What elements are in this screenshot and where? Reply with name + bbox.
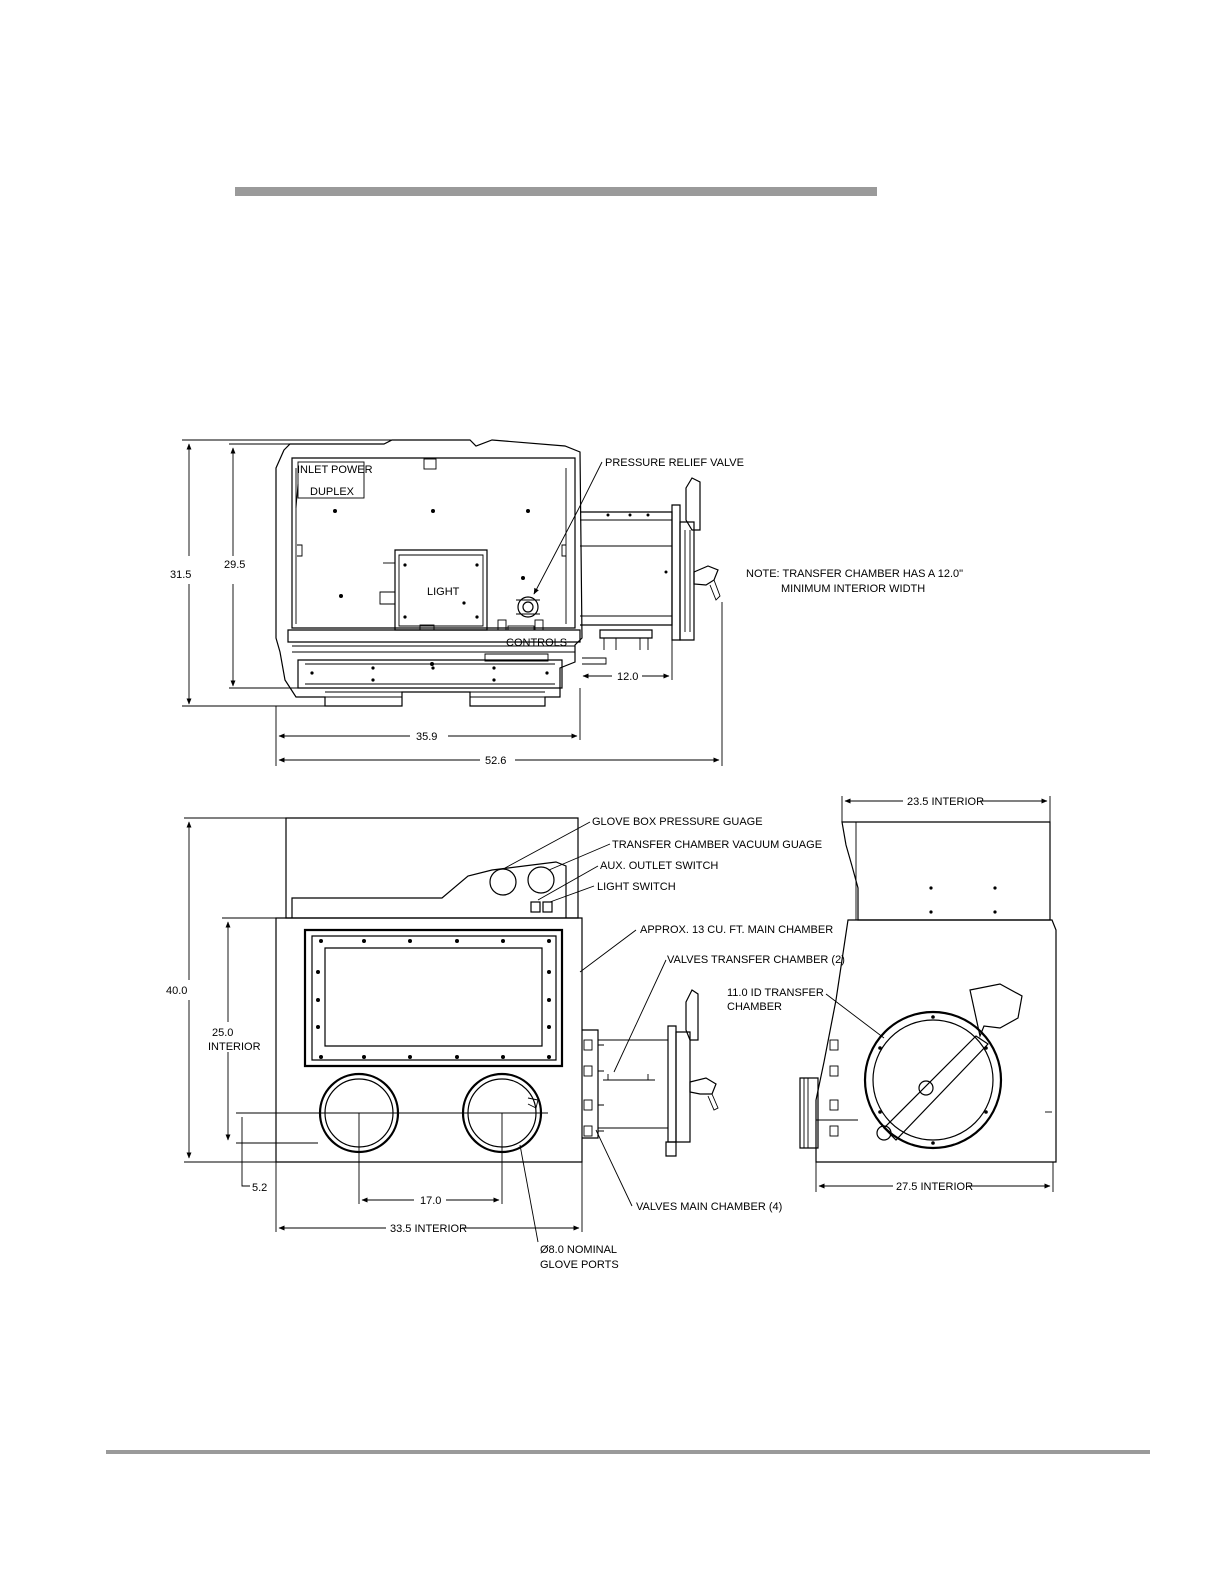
side-transfer-stub [799, 1077, 819, 1149]
top-view-dimensions [182, 439, 723, 766]
side-view-dimensions [815, 796, 1054, 1192]
note-line-1: NOTE: TRANSFER CHAMBER HAS A 12.0" [746, 568, 963, 580]
callout-valves-transfer: VALVES TRANSFER CHAMBER (2) [667, 954, 845, 966]
dim-body-width: 35.9 [416, 731, 437, 743]
transfer-chamber-door [863, 983, 1023, 1150]
transfer-chamber-leader [825, 993, 885, 1039]
callout-vacuum-gauge: TRANSFER CHAMBER VACUUM GUAGE [612, 839, 822, 851]
dim-top-interior: 23.5 INTERIOR [907, 796, 984, 808]
rail-dots [333, 509, 530, 666]
vacuum-gauge [527, 866, 555, 894]
note-line-2: MINIMUM INTERIOR WIDTH [781, 583, 925, 595]
dim-interior-height: 25.0 [212, 1027, 233, 1039]
label-pressure-relief-valve: PRESSURE RELIEF VALVE [605, 457, 744, 469]
dim-transfer-length: 12.0 [617, 671, 638, 683]
dim-overall-height-front: 40.0 [166, 985, 187, 997]
window-bolts [316, 939, 551, 1059]
dim-interior-height-label: INTERIOR [208, 1041, 261, 1053]
footer-rule [106, 1450, 1150, 1454]
front-view-dimensions [184, 817, 583, 1232]
valves-main-chamber [583, 1039, 604, 1137]
transfer-chamber-top [580, 477, 721, 665]
callout-aux-outlet: AUX. OUTLET SWITCH [600, 860, 718, 872]
label-duplex: DUPLEX [310, 486, 355, 498]
side-view [799, 796, 1057, 1192]
callout-glove-ports-1: Ø8.0 NOMINAL [540, 1244, 617, 1256]
callout-pressure-gauge: GLOVE BOX PRESSURE GUAGE [592, 816, 763, 828]
label-light: LIGHT [427, 586, 460, 598]
top-view [182, 439, 723, 766]
callout-transfer-chamber-1: 11.0 ID TRANSFER [727, 987, 824, 999]
front-view [184, 817, 719, 1243]
dim-bottom-interior: 27.5 INTERIOR [896, 1181, 973, 1193]
callout-light-switch: LIGHT SWITCH [597, 881, 676, 893]
label-controls: CONTROLS [506, 637, 567, 649]
pressure-relief-valve [516, 596, 540, 618]
callout-glove-ports-2: GLOVE PORTS [540, 1259, 619, 1271]
top-title-rule [235, 187, 877, 196]
dim-overall-width: 52.6 [485, 755, 506, 767]
dim-port-spacing: 17.0 [420, 1195, 441, 1207]
light-switch [542, 901, 553, 913]
callout-valves-main: VALVES MAIN CHAMBER (4) [636, 1201, 782, 1213]
callout-main-chamber: APPROX. 13 CU. FT. MAIN CHAMBER [640, 924, 833, 936]
transfer-chamber-front [582, 989, 719, 1157]
dim-overall-height-top: 31.5 [170, 569, 191, 581]
pressure-gauge [489, 868, 517, 896]
dim-body-height-top: 29.5 [224, 559, 245, 571]
front-view-leaders [504, 821, 667, 1243]
aux-outlet-switch [530, 901, 541, 913]
label-inlet-power: INLET POWER [297, 464, 373, 476]
dim-interior-width: 33.5 INTERIOR [390, 1223, 467, 1235]
callout-transfer-chamber-2: CHAMBER [727, 1001, 782, 1013]
side-valves [829, 1039, 839, 1137]
dim-port-height: 5.2 [252, 1182, 267, 1194]
relief-valve-leader [533, 461, 603, 595]
